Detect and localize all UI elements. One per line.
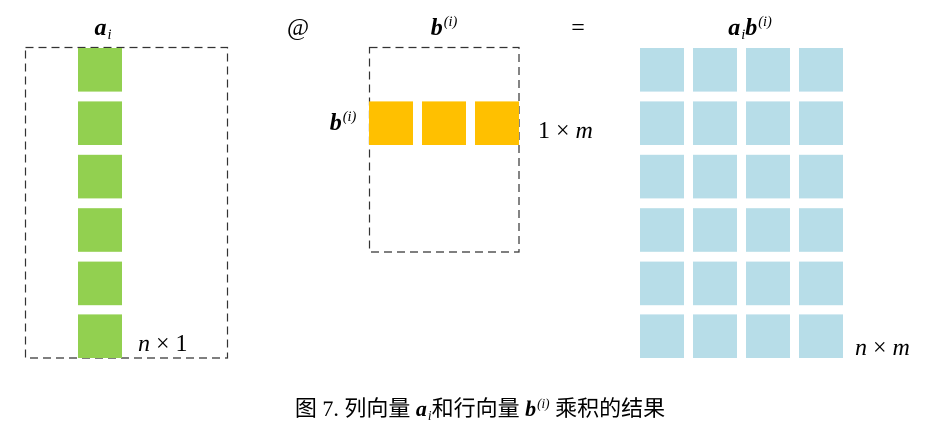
row-vector-label: b(i) — [414, 14, 474, 43]
caption-a-subscript: i — [427, 407, 432, 423]
dim-rows: 1 — [538, 118, 550, 144]
row-vector-side-symbol: b — [329, 110, 342, 136]
column-vector-dashed-box — [24, 46, 229, 359]
row-vector-dashed-box — [368, 46, 520, 253]
caption-middle: 和行向量 — [431, 396, 526, 421]
product-matrix-cell — [746, 208, 790, 252]
caption-prefix: 图 7. 列向量 — [294, 396, 416, 421]
column-vector-cell — [78, 48, 122, 92]
product-b-superscript: (i) — [758, 14, 772, 31]
caption-b-symbol: b — [525, 396, 537, 421]
equals-sign: = — [571, 15, 585, 41]
row-vector-superscript: (i) — [443, 14, 458, 31]
column-vector-cell — [78, 154, 122, 199]
product-matrix-cell — [799, 208, 843, 252]
column-vector-cell — [78, 208, 122, 252]
product-matrix-cell — [799, 154, 843, 199]
column-vector-dimension: n×1 — [138, 332, 188, 356]
product-dimension: n×m — [855, 336, 910, 360]
product-matrix-cell — [746, 48, 790, 92]
product-matrix-cell — [799, 48, 843, 92]
caption-b-superscript: (i) — [537, 396, 550, 412]
row-vector-side-label: b(i) — [313, 109, 373, 138]
product-matrix-cell — [640, 48, 684, 92]
product-matrix-cell — [693, 314, 737, 358]
product-a-subscript: i — [741, 27, 746, 44]
matrix-cells — [78, 48, 843, 358]
dim-rows: n — [138, 331, 150, 357]
product-a-symbol: a — [728, 15, 741, 41]
dim-cols: m — [892, 335, 910, 361]
dim-times: × — [873, 335, 887, 361]
column-vector-cell — [78, 314, 122, 358]
figure-caption: 图 7. 列向量 ai和行向量 b(i) 乘积的结果 — [230, 396, 730, 423]
product-matrix-cell — [746, 154, 790, 199]
dim-times: × — [156, 331, 170, 357]
column-vector-subscript: i — [107, 27, 112, 44]
dim-times: × — [556, 118, 570, 144]
matmul-operator: @ — [286, 15, 310, 41]
product-matrix-cell — [640, 101, 684, 145]
product-matrix-cell — [746, 314, 790, 358]
row-vector-cell — [422, 101, 466, 145]
column-vector-cell — [78, 261, 122, 306]
column-vector-symbol: a — [94, 15, 107, 41]
row-vector-cell — [475, 101, 519, 145]
dim-cols: 1 — [175, 331, 188, 357]
product-matrix-cell — [693, 48, 737, 92]
product-matrix-cell — [640, 261, 684, 306]
product-b-symbol: b — [745, 15, 758, 41]
row-vector-symbol: b — [430, 15, 443, 41]
product-matrix-cell — [640, 154, 684, 199]
row-vector-dimension: 1×m — [538, 119, 593, 143]
caption-a-symbol: a — [415, 396, 427, 421]
product-matrix-cell — [640, 208, 684, 252]
product-matrix-cell — [799, 314, 843, 358]
product-label: aib(i) — [700, 14, 800, 44]
product-matrix-cell — [640, 314, 684, 358]
column-vector-cell — [78, 101, 122, 145]
product-matrix-cell — [693, 261, 737, 306]
product-matrix-cell — [693, 154, 737, 199]
caption-suffix: 乘积的结果 — [549, 396, 666, 421]
dim-rows: n — [855, 335, 867, 361]
row-vector-side-superscript: (i) — [342, 109, 357, 126]
column-vector-label: ai — [73, 16, 133, 43]
product-matrix-cell — [746, 101, 790, 145]
product-matrix-cell — [799, 101, 843, 145]
product-matrix-cell — [693, 101, 737, 145]
product-matrix-cell — [746, 261, 790, 306]
row-vector-cell — [369, 101, 413, 145]
dim-cols: m — [575, 118, 593, 144]
product-matrix-cell — [799, 261, 843, 306]
product-matrix-cell — [693, 208, 737, 252]
